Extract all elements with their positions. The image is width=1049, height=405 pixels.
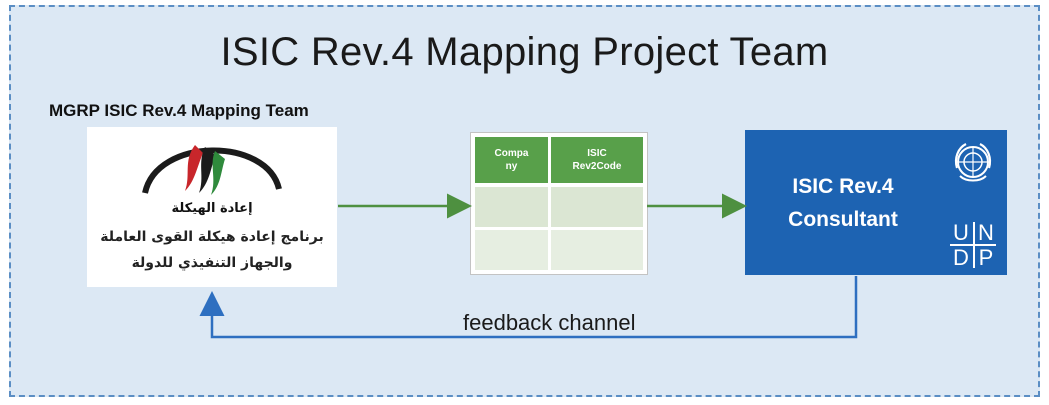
undp-letter: U bbox=[953, 219, 969, 245]
logo-arabic-line-2: والجهاز التنفيذي للدولة bbox=[131, 255, 293, 271]
consultant-label-line-1: ISIC Rev.4 bbox=[792, 175, 894, 198]
table-header-company-label: Compa ny bbox=[494, 148, 529, 172]
diagram-title: ISIC Rev.4 Mapping Project Team bbox=[220, 30, 829, 74]
consultant-label-line-2: Consultant bbox=[788, 208, 898, 231]
table-cell bbox=[551, 186, 643, 227]
un-emblem-icon bbox=[954, 143, 992, 182]
mgrp-logo-icon bbox=[142, 145, 282, 195]
table-header-isic-code: ISIC Rev2Code bbox=[551, 137, 643, 183]
mgrp-logo-box: إعادة الهيكلة برنامج إعادة هيكلة القوى ا… bbox=[87, 127, 337, 287]
undp-letter: P bbox=[978, 244, 994, 270]
mapping-table: Compa ny ISIC Rev2Code bbox=[470, 132, 648, 275]
table-header-company: Compa ny bbox=[475, 137, 548, 183]
team-label: MGRP ISIC Rev.4 Mapping Team bbox=[49, 101, 309, 120]
consultant-box: ISIC Rev.4 Consultant U N D P bbox=[745, 130, 1007, 275]
undp-divider-horizontal bbox=[950, 244, 996, 246]
logo-brand-text: إعادة الهيكلة bbox=[171, 201, 253, 216]
logo-arabic-line-1: برنامج إعادة هيكلة القوى العاملة bbox=[100, 229, 324, 245]
table-cell bbox=[475, 229, 548, 270]
table-cell bbox=[475, 186, 548, 227]
undp-letter: D bbox=[953, 244, 969, 270]
consultant-label: ISIC Rev.4 Consultant bbox=[745, 170, 941, 236]
undp-letters: U N D P bbox=[950, 219, 996, 270]
undp-logo: U N D P bbox=[948, 138, 1002, 268]
table-cell bbox=[551, 229, 643, 270]
undp-letter: N bbox=[978, 219, 994, 245]
feedback-channel-arrow bbox=[199, 276, 858, 339]
table-header-isic-code-label: ISIC Rev2Code bbox=[572, 148, 622, 172]
feedback-channel-label: feedback channel bbox=[463, 310, 636, 335]
